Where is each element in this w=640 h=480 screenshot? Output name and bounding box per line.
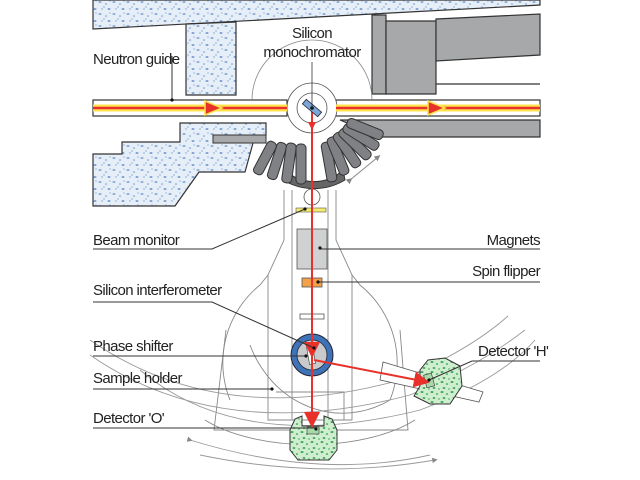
- detector-o: [289, 415, 338, 461]
- neutron-beam: [93, 99, 540, 428]
- label-magnets: Magnets: [487, 232, 540, 249]
- label-spin-flipper: Spin flipper: [472, 263, 540, 280]
- label-detector-o: Detector 'O': [93, 410, 165, 427]
- detector-h: [413, 357, 463, 405]
- monochromator-shield-drum: [253, 117, 384, 190]
- rotation-arrow-drum: [345, 155, 381, 185]
- shielding-block-3: [435, 13, 541, 62]
- label-silicon-monochromator-2: monochromator: [263, 44, 361, 61]
- shielding-block-2: [385, 20, 437, 95]
- label-sample-holder: Sample holder: [93, 370, 183, 387]
- outer-rotation-arcs: [89, 315, 536, 470]
- label-beam-monitor: Beam monitor: [93, 232, 180, 249]
- label-neutron-guide: Neutron guide: [93, 51, 180, 68]
- label-silicon-monochromator-1: Silicon: [292, 25, 332, 42]
- concrete-pillar: [185, 21, 237, 96]
- label-silicon-interferometer: Silicon interferometer: [93, 282, 222, 299]
- label-phase-shifter: Phase shifter: [93, 338, 173, 355]
- label-detector-h: Detector 'H': [478, 343, 549, 360]
- shielding-block-1: [371, 14, 387, 95]
- concrete-wall-top: [92, 0, 541, 30]
